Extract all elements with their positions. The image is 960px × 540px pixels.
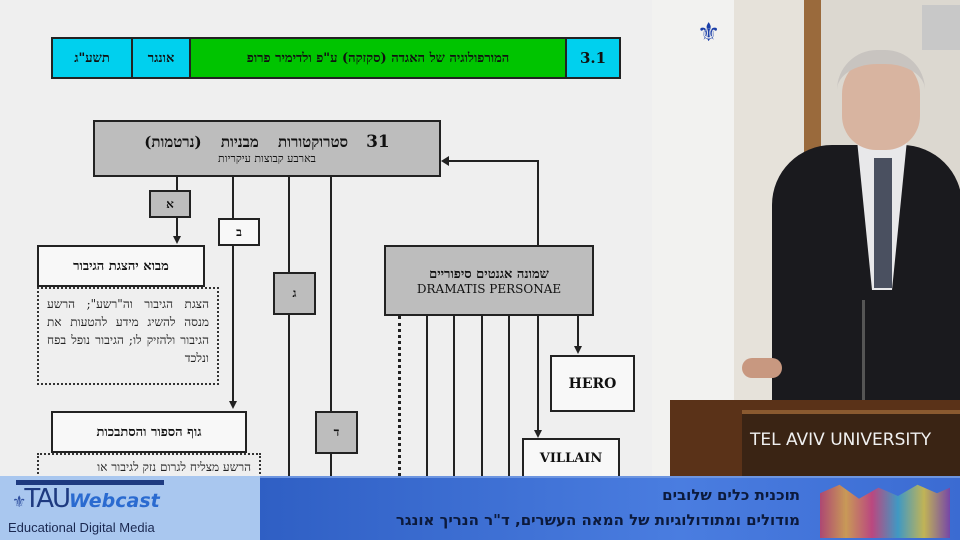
villain-box: VILLAIN: [522, 438, 620, 476]
lecture-slide: 3.1 המורפולוגיה של האגדה (סקזקה) ע"פ ולד…: [0, 0, 652, 476]
body-box: גוף הספור והסתבכות: [51, 411, 247, 453]
banner-line1: תוכנית כלים שלובים: [662, 486, 800, 504]
header-number: 3.1: [565, 37, 621, 79]
main-structures-box: 31 סטרוקטורות מבניות (נרטמות) בארבע קבוצו…: [93, 120, 441, 177]
program-banner: תוכנית כלים שלובים מודולים ומתודולוגיות …: [260, 476, 960, 540]
group-c: ג: [273, 272, 316, 315]
header-year: תשע"ג: [51, 37, 133, 79]
hero-box: HERO: [550, 355, 635, 412]
banner-line2: מודולים ומתודולוגיות של המאה העשרים, ד"ר…: [395, 511, 800, 529]
body-text: הרשע מצליח לגרום נזק לגיבור או: [37, 453, 261, 476]
logo-webcast: Webcast: [69, 490, 160, 512]
group-a: א: [149, 190, 191, 218]
header-title: המורפולוגיה של האגדה (סקזקה) ע"פ ולדימיר…: [189, 37, 567, 79]
agents-subtitle: DRAMATIS PERSONAE: [416, 281, 562, 296]
lecturer-video: ⚜ TEL AVIV UNIVERSITY: [652, 0, 960, 476]
main-title: סטרוקטורות מבניות (נרטמות): [144, 133, 349, 151]
group-b: ב: [218, 218, 260, 246]
header-author: אונגר: [131, 37, 191, 79]
podium-sign: TEL AVIV UNIVERSITY: [750, 430, 932, 450]
intro-box: מבוא יהצגת הגיבור: [37, 245, 205, 287]
main-number: 31: [366, 132, 390, 152]
group-d: ד: [315, 411, 358, 454]
logo-tagline: Educational Digital Media: [8, 520, 155, 535]
logo-tau: TAU: [24, 484, 71, 514]
tau-logo-icon: ⚜: [697, 18, 721, 48]
agents-box: שמונה אגנטים סיפוריים DRAMATIS PERSONAE: [384, 245, 594, 316]
main-subtitle: בארבע קבוצות עיקריות: [218, 152, 316, 165]
agents-title: שמונה אגנטים סיפוריים: [429, 266, 549, 282]
banner-artwork: [820, 484, 950, 538]
tau-webcast-logo: ⚜TAUWebcast Educational Digital Media: [0, 476, 260, 540]
intro-text: הצגת הגיבור וה"רשע"; הרשע מנסה להשיג מיד…: [37, 287, 219, 385]
